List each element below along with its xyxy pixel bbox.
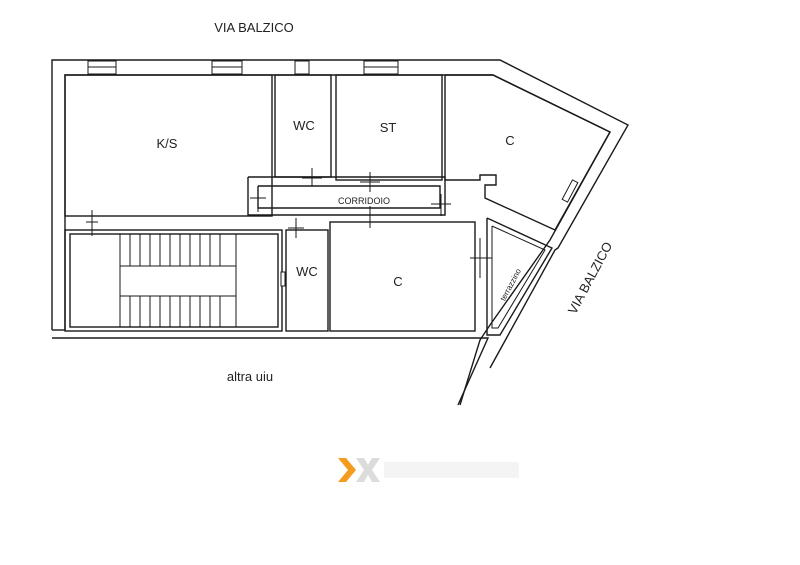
interior-walls bbox=[64, 74, 611, 336]
room-label-ks: K/S bbox=[157, 136, 178, 151]
room-label-corridor: CORRIDOIO bbox=[338, 196, 390, 206]
chevron-x-logo-icon bbox=[338, 458, 519, 482]
street-label-right: VIA BALZICO bbox=[565, 239, 616, 316]
room-label-c-bottom: C bbox=[393, 274, 402, 289]
room-label-st: ST bbox=[380, 120, 397, 135]
room-label-c-right: C bbox=[505, 133, 514, 148]
room-label-wc-bottom: WC bbox=[296, 264, 318, 279]
door-markers bbox=[86, 168, 579, 287]
room-label-terrace: terrazzino bbox=[499, 267, 524, 303]
street-label-top: VIA BALZICO bbox=[214, 20, 293, 35]
top-windows bbox=[87, 60, 399, 75]
exterior-walls bbox=[51, 59, 629, 406]
stair-treads bbox=[119, 234, 237, 327]
neighbor-label: altra uiu bbox=[227, 369, 273, 384]
room-label-wc-top: WC bbox=[293, 118, 315, 133]
